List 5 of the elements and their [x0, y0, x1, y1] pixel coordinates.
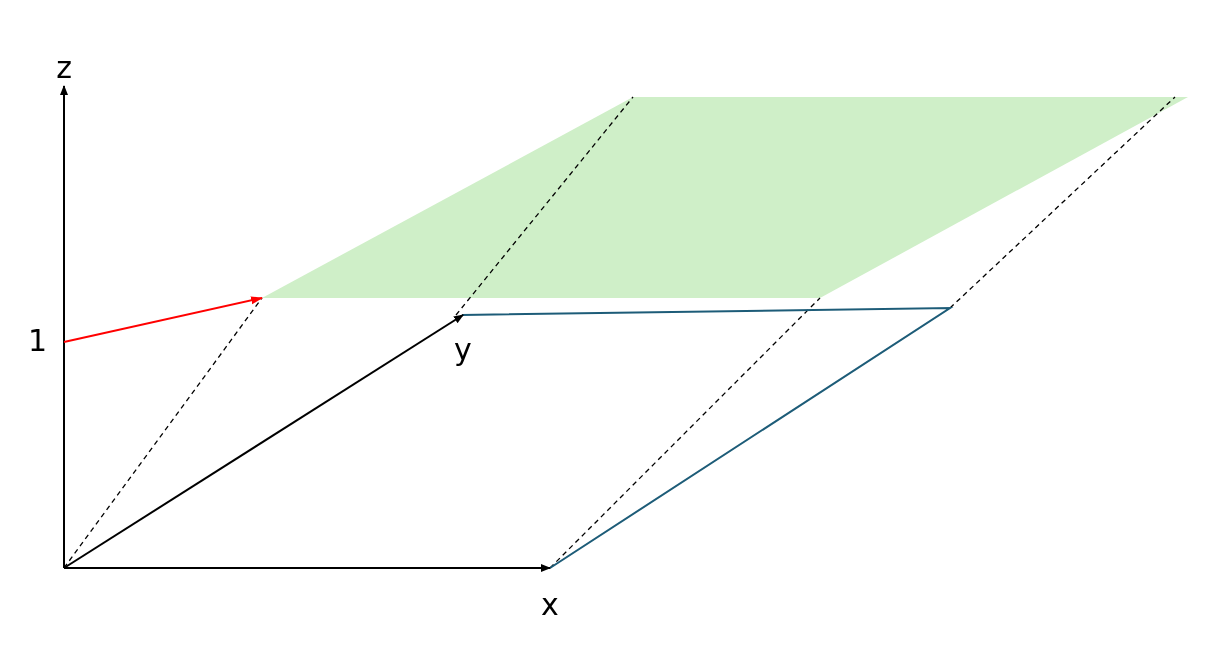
- axis-label: z: [56, 53, 72, 83]
- tick-label: 1: [28, 326, 48, 356]
- axis-label: x: [541, 590, 559, 620]
- arrow: [63, 296, 263, 343]
- axis-label: y: [454, 335, 472, 365]
